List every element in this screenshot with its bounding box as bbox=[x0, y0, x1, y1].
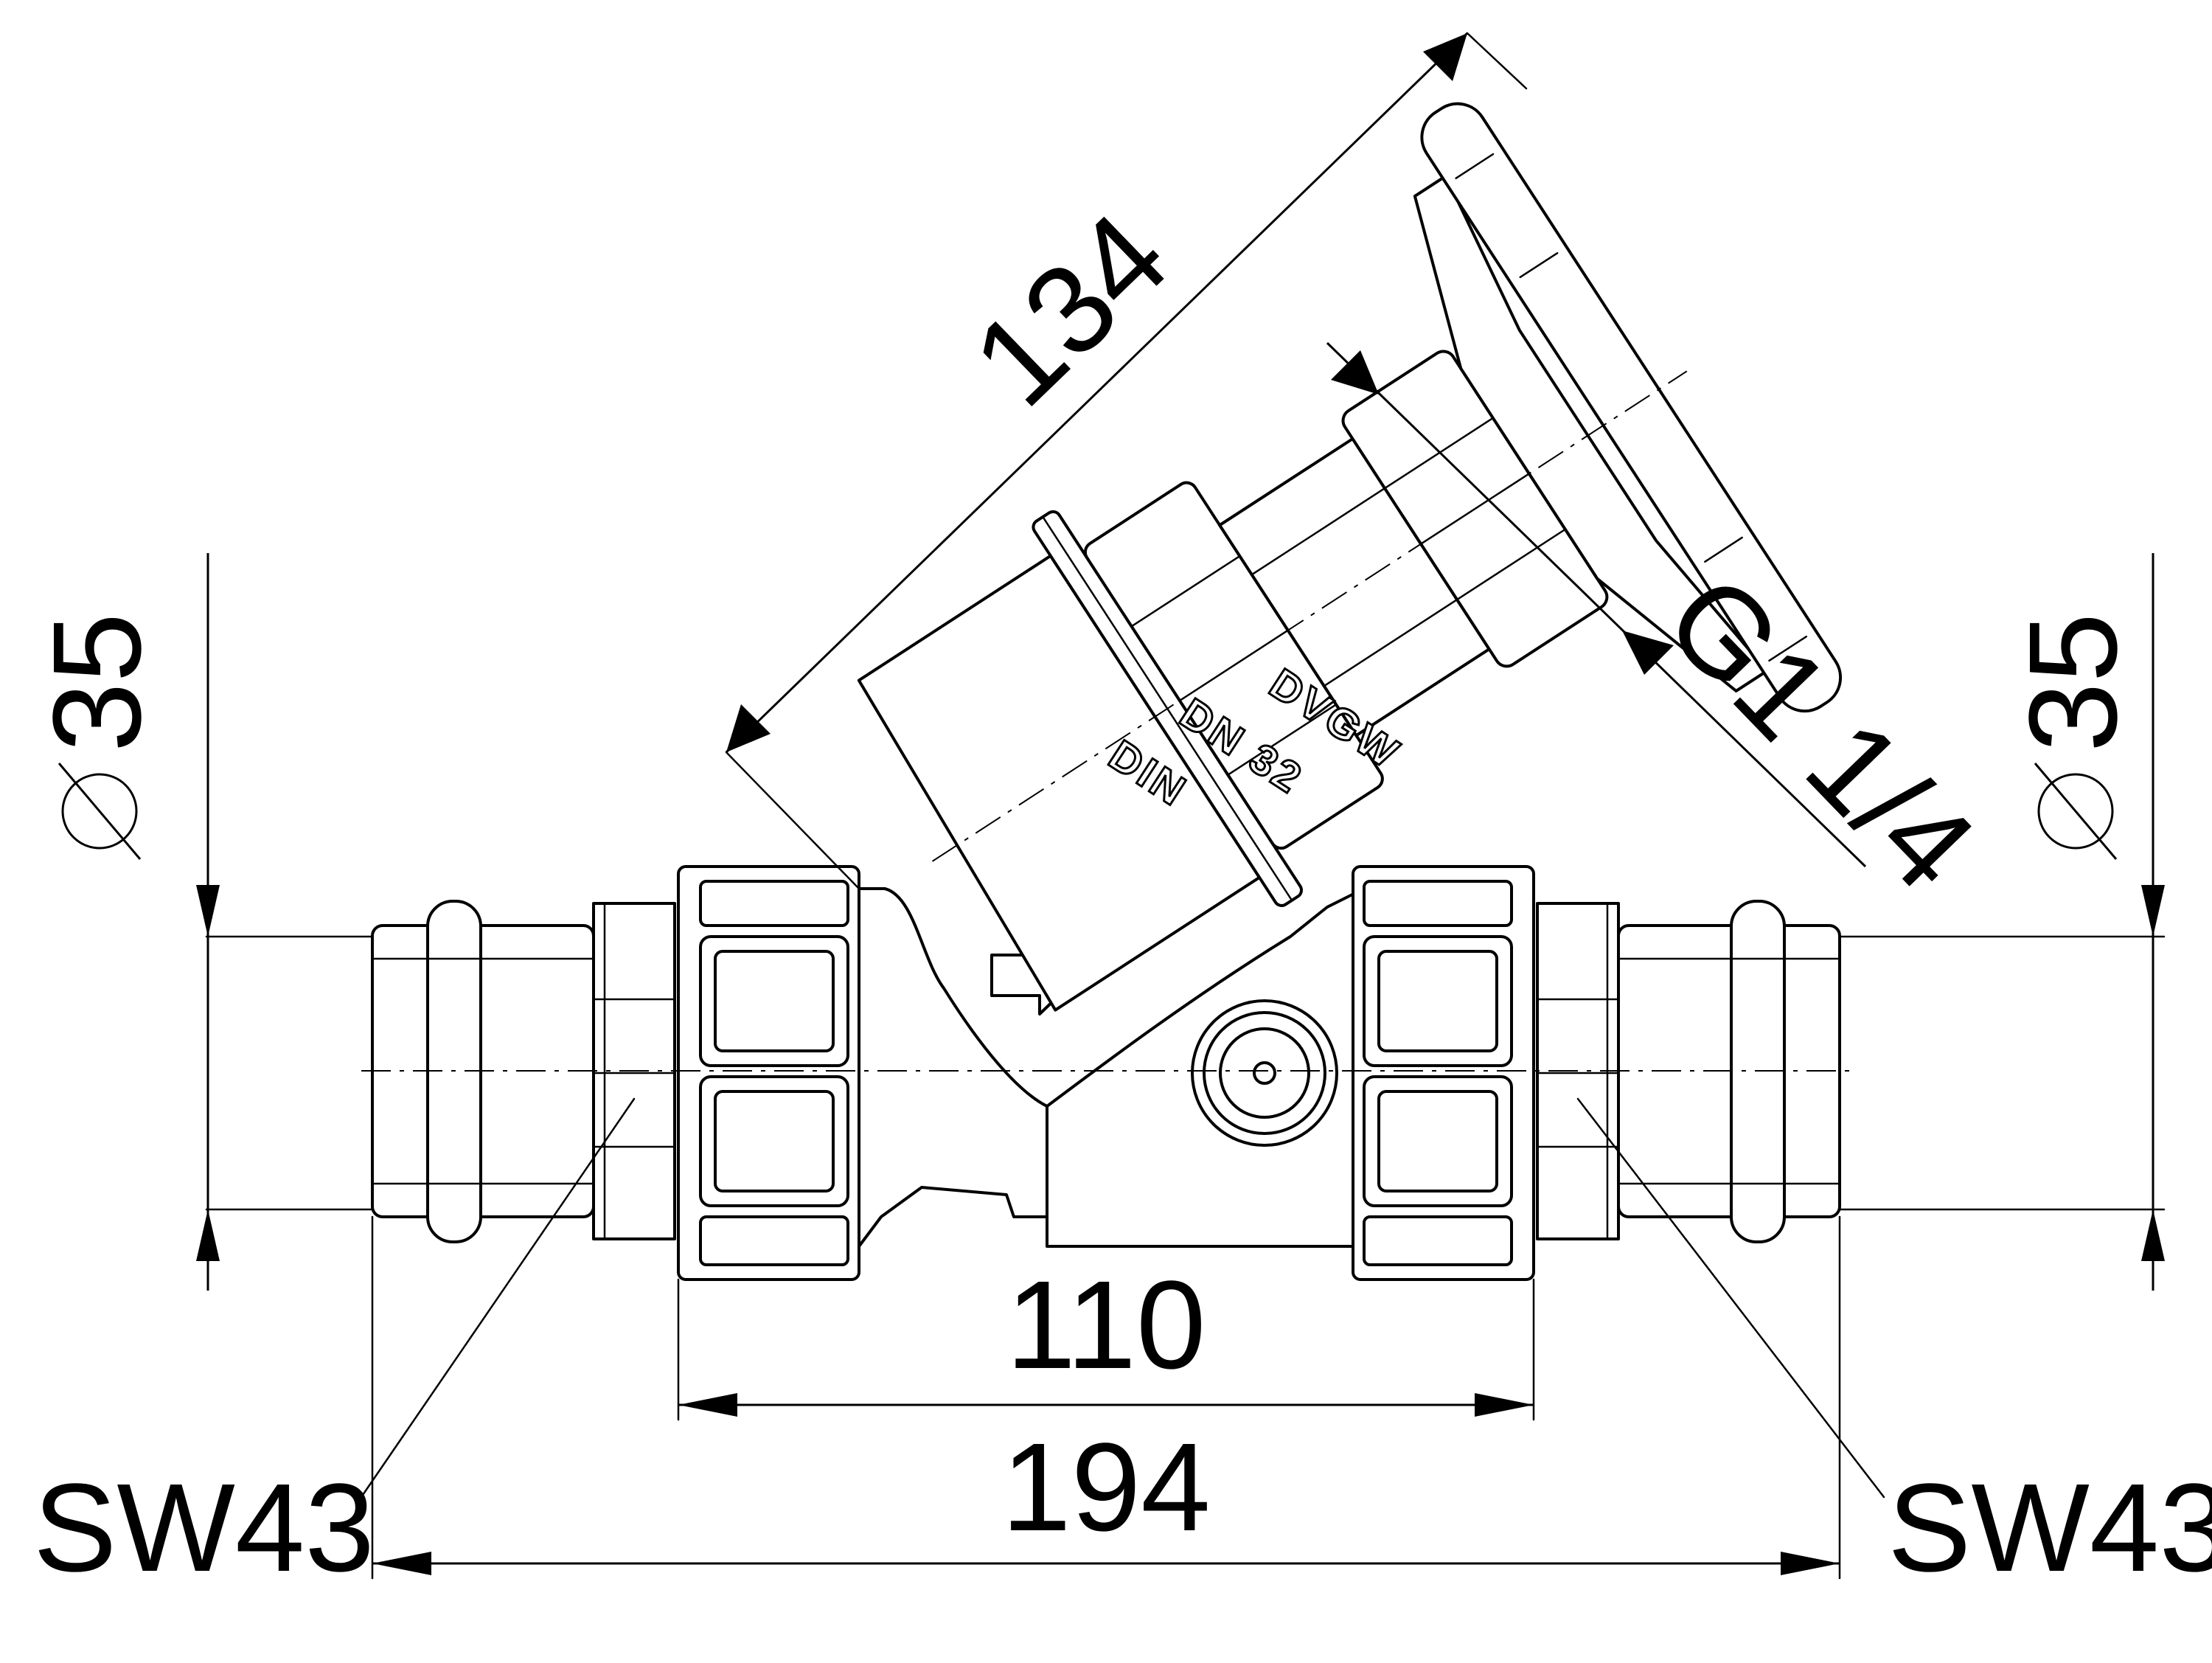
test-port bbox=[1191, 999, 1338, 1147]
dim-diameter-right-label: 35 bbox=[2003, 613, 2143, 752]
leader-right bbox=[1576, 1097, 1885, 1499]
right-union-nut bbox=[1352, 865, 1535, 1281]
wrench-size-left-label: SW43 bbox=[33, 1458, 375, 1598]
bonnet-axis bbox=[931, 370, 1688, 862]
dim-thread-line bbox=[1326, 341, 1867, 868]
diameter-symbol bbox=[61, 773, 138, 850]
handwheel-spokes bbox=[1413, 174, 1769, 692]
dim-diameter-left-label: 35 bbox=[27, 613, 167, 752]
wrench-size-right: SW43 bbox=[1576, 1097, 2212, 1598]
dim-134-line bbox=[725, 32, 1469, 754]
diameter-symbol bbox=[2037, 773, 2114, 850]
dim-134-label: 134 bbox=[947, 187, 1194, 433]
dim-110-label: 110 bbox=[1006, 1255, 1206, 1395]
dim-194-label: 194 bbox=[1001, 1417, 1211, 1558]
dim-diameter-left: 35 bbox=[27, 553, 374, 1291]
wrench-size-right-label: SW43 bbox=[1888, 1458, 2212, 1598]
wrench-size-left: SW43 bbox=[33, 1097, 636, 1598]
leader-left bbox=[360, 1097, 636, 1499]
dim-194: 194 bbox=[371, 1215, 1841, 1580]
dim-thread-label: G1 1/4 bbox=[1639, 549, 2001, 917]
dim-diameter-right: 35 bbox=[1838, 553, 2166, 1291]
valve-bonnet-assembly bbox=[857, 102, 1843, 1012]
dim-110: 110 bbox=[677, 1255, 1535, 1421]
